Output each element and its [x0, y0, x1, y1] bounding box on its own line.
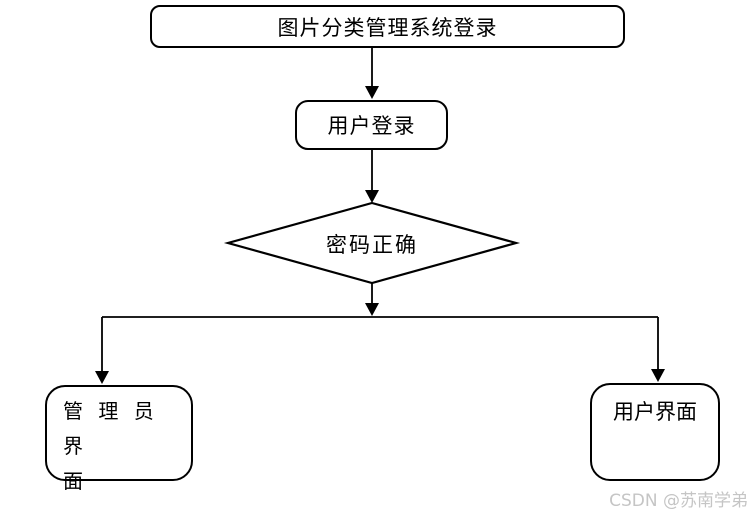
node-decision-label: 密码正确 [326, 233, 418, 257]
node-admin: 管 理 员 界 面 [45, 385, 193, 493]
watermark-text: CSDN @苏南学弟 [609, 491, 748, 511]
arrowhead-branch-admin [95, 371, 109, 384]
arrowhead-branch-user [651, 369, 665, 382]
arrowhead-start-login [365, 86, 379, 99]
node-login-label: 用户登录 [327, 114, 416, 138]
arrowhead-login-decision [365, 190, 379, 203]
arrowhead-decision-branch [365, 303, 379, 316]
node-start-label: 图片分类管理系统登录 [277, 15, 498, 40]
node-admin-label-line1: 管 理 员 界 [63, 399, 154, 458]
node-start: 图片分类管理系统登录 [150, 5, 625, 48]
node-user: 用户界面 [590, 383, 720, 481]
node-login: 用户登录 [295, 100, 448, 150]
node-user-label: 用户界面 [613, 400, 697, 424]
node-admin-label-line2: 面 [63, 469, 83, 493]
